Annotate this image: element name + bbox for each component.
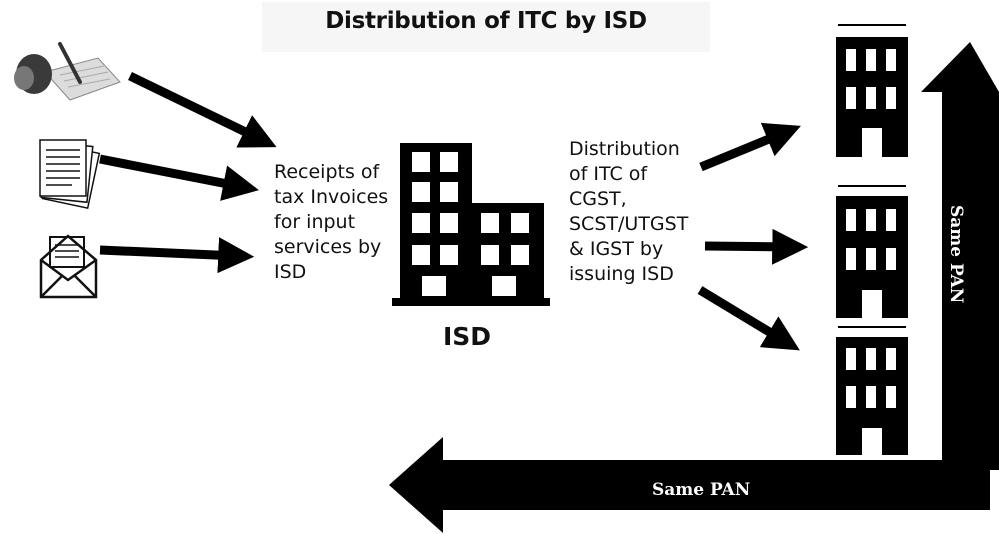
branch-building-1-icon [836,24,908,157]
input-arrow-1 [128,71,277,148]
distribution-text-line: of ITC of [569,163,648,185]
document-stack-icon [39,139,101,210]
distribution-description: Distribution of ITC of CGST, SCST/UTGST & IG… [569,137,688,287]
branch-building-3-icon [836,326,908,455]
input-arrow-2 [99,154,259,201]
receipts-text-line: Receipts of [274,161,380,183]
distribution-text-line: issuing ISD [569,263,674,285]
receipts-text-line: for input [274,211,356,233]
branch-building-2-icon [836,185,908,318]
same-pan-vertical-arrow [921,42,999,470]
isd-label: ISD [443,322,492,351]
input-arrow-3 [99,237,255,274]
isd-building-icon [392,143,550,306]
same-pan-horizontal-arrow [389,437,990,533]
receipts-text-line: tax Invoices [274,186,389,208]
output-arrow-2 [704,228,809,265]
distribution-text-line: & IGST by [569,238,664,260]
output-arrow-3 [697,286,800,351]
output-arrow-1 [699,122,801,172]
distribution-text-line: SCST/UTGST [569,213,689,235]
same-pan-vertical-label: Same PAN [946,205,966,304]
signing-document-icon [14,42,121,101]
page-title: Distribution of ITC by ISD [325,8,647,34]
distribution-text-line: CGST, [569,188,627,210]
distribution-text-line: Distribution [569,138,680,160]
envelope-letter-icon [39,234,98,299]
receipts-description: Receipts of tax Invoices for input services… [274,160,388,285]
receipts-text-line: services by [274,236,382,258]
title-band [262,2,710,52]
same-pan-horizontal-label: Same PAN [652,480,751,500]
receipts-text-line: ISD [274,261,307,283]
